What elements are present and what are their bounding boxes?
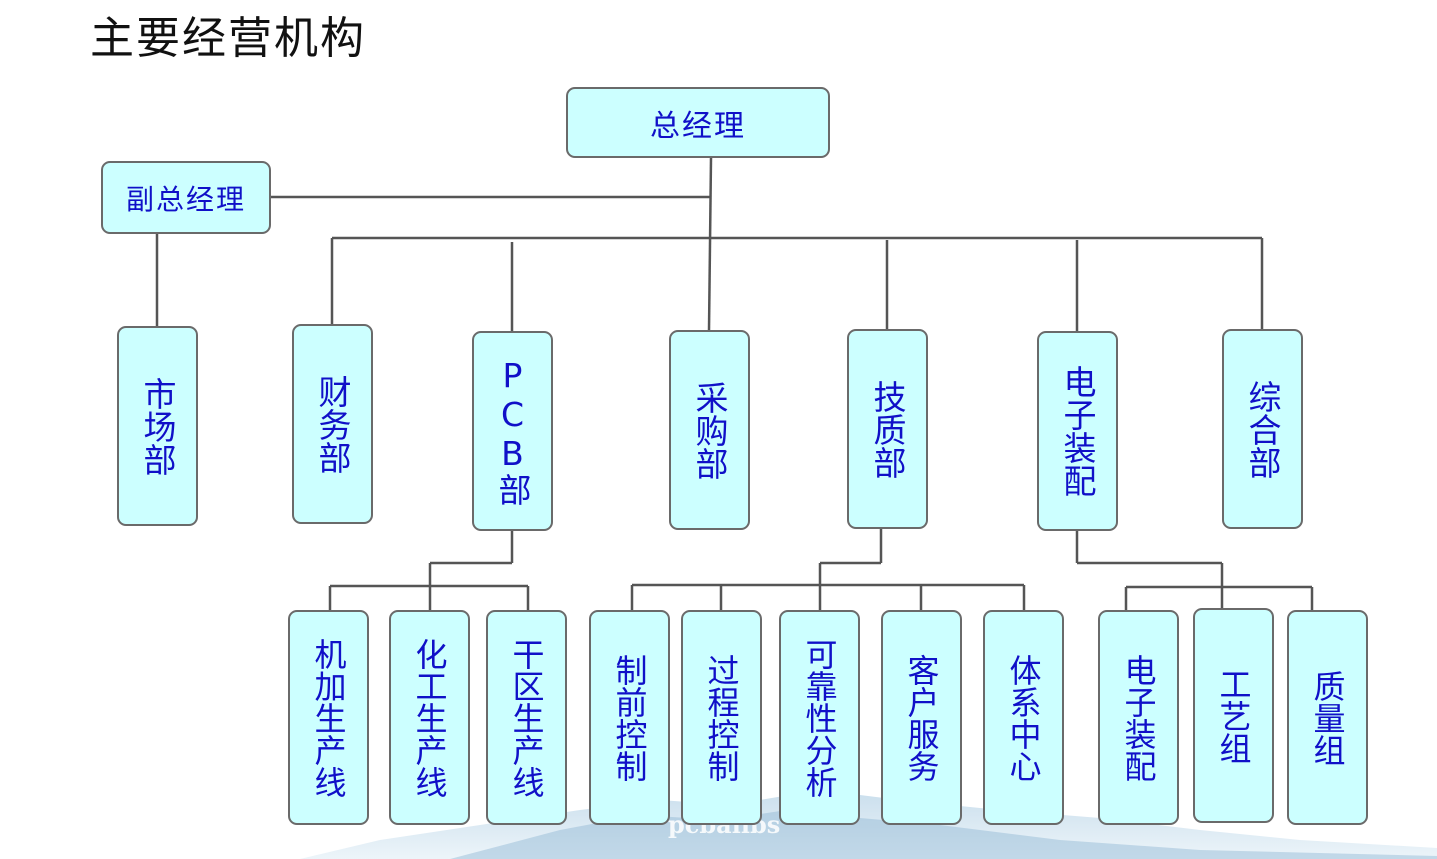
tech-unit-box: 制前控制 <box>589 610 670 825</box>
dept-general-label: 综合部 <box>1243 379 1282 479</box>
assembly-unit-box: 质量组 <box>1287 610 1368 825</box>
assembly-unit-label: 质量组 <box>1308 669 1347 766</box>
dept-market-box: 市场部 <box>117 326 198 526</box>
dept-pcb-label: PCB部 <box>493 356 532 506</box>
tech-unit-label: 可靠性分析 <box>800 637 839 798</box>
deputy-manager-box: 副总经理 <box>101 161 271 234</box>
dept-finance-box: 财务部 <box>292 324 373 524</box>
tech-unit-box: 体系中心 <box>983 610 1064 825</box>
page-title: 主要经营机构 <box>90 13 366 64</box>
dept-assembly-label: 电子装配 <box>1058 365 1097 497</box>
dept-tech-label: 技质部 <box>868 379 907 479</box>
tech-unit-label: 过程控制 <box>702 653 741 782</box>
dept-tech-box: 技质部 <box>847 329 928 529</box>
tech-unit-box: 过程控制 <box>681 610 762 825</box>
deputy-manager-label: 副总经理 <box>125 182 246 216</box>
dept-purchase-box: 采购部 <box>669 330 750 530</box>
pcb-unit-box: 机加生产线 <box>288 610 369 825</box>
assembly-unit-label: 工艺组 <box>1214 667 1253 764</box>
tech-unit-label: 体系中心 <box>1004 653 1043 782</box>
tech-unit-label: 客户服务 <box>902 653 941 782</box>
tech-unit-box: 客户服务 <box>881 610 962 825</box>
tech-unit-label: 制前控制 <box>610 653 649 782</box>
general-manager-label: 总经理 <box>650 108 746 144</box>
tech-unit-box: 可靠性分析 <box>779 610 860 825</box>
dept-general-box: 综合部 <box>1222 329 1303 529</box>
pcb-unit-label: 化工生产线 <box>410 637 449 798</box>
pcb-unit-box: 化工生产线 <box>389 610 470 825</box>
pcb-unit-label: 机加生产线 <box>309 637 348 798</box>
assembly-unit-label: 电子装配 <box>1119 653 1158 782</box>
pcb-unit-box: 干区生产线 <box>486 610 567 825</box>
dept-market-label: 市场部 <box>138 376 177 476</box>
pcb-unit-label: 干区生产线 <box>507 637 546 798</box>
dept-pcb-box: PCB部 <box>472 331 553 531</box>
assembly-unit-box: 电子装配 <box>1098 610 1179 825</box>
dept-purchase-label: 采购部 <box>690 380 729 480</box>
assembly-unit-box: 工艺组 <box>1193 608 1274 823</box>
dept-assembly-box: 电子装配 <box>1037 331 1118 531</box>
dept-finance-label: 财务部 <box>313 374 352 474</box>
general-manager-box: 总经理 <box>566 87 830 158</box>
